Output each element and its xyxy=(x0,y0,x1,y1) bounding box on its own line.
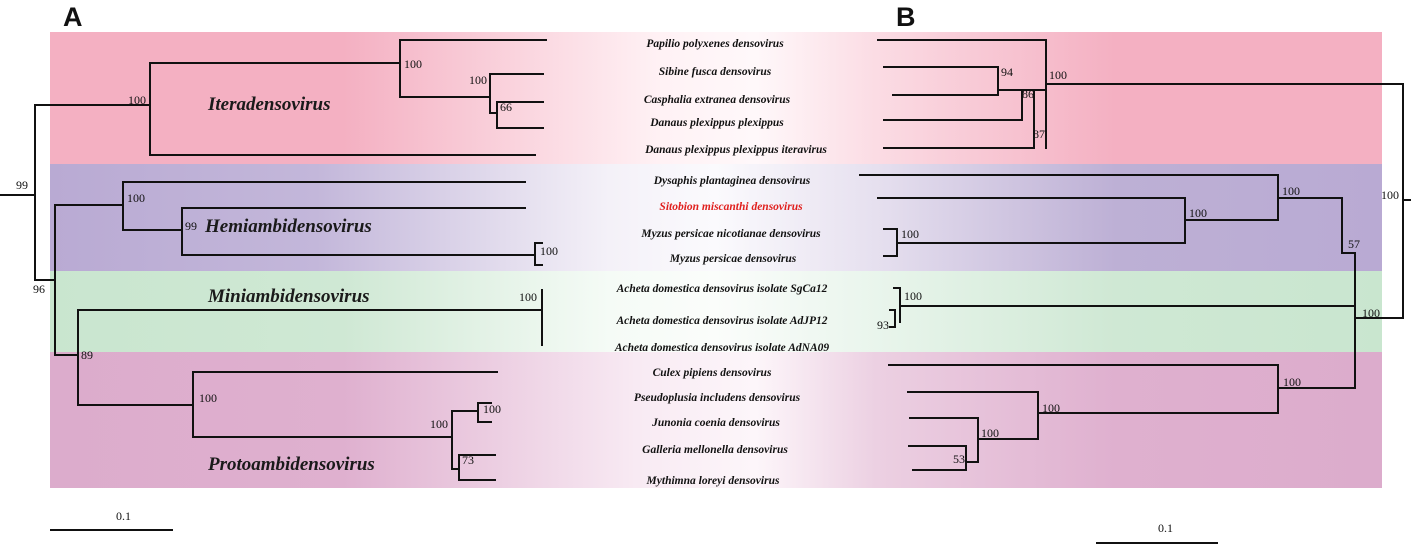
support-value: 100 xyxy=(1362,306,1380,320)
taxon-label: Danaus plexippus plexippus iteravirus xyxy=(644,144,827,156)
support-value: 66 xyxy=(500,100,512,114)
taxon-label: Galleria mellonella densovirus xyxy=(642,444,788,456)
taxon-label: Culex pipiens densovirus xyxy=(653,367,772,379)
support-value: 96 xyxy=(33,282,45,296)
support-value: 100 xyxy=(1283,375,1301,389)
taxon-label: Pseudoplusia includens densovirus xyxy=(634,392,801,404)
support-value: 100 xyxy=(469,73,487,87)
scale-bar-a-label: 0.1 xyxy=(116,509,131,523)
taxon-label-highlighted: Sitobion miscanthi densovirus xyxy=(659,201,803,213)
support-value: 100 xyxy=(540,244,558,258)
panel-label-a: A xyxy=(63,2,83,32)
support-value: 100 xyxy=(1381,188,1399,202)
panel-label-b: B xyxy=(896,2,916,32)
band-miniambidensovirus xyxy=(50,271,1382,352)
genus-label-iteradensovirus: Iteradensovirus xyxy=(207,94,330,115)
genus-label-hemiambidensovirus: Hemiambidensovirus xyxy=(204,216,372,237)
support-value: 100 xyxy=(404,57,422,71)
support-value: 99 xyxy=(16,178,28,192)
support-value: 86 xyxy=(1022,87,1034,101)
support-value: 100 xyxy=(1282,184,1300,198)
scale-bar-b: 0.1 xyxy=(1096,521,1218,544)
support-value: 99 xyxy=(185,219,197,233)
taxon-label: Acheta domestica densovirus isolate AdNA… xyxy=(614,342,829,354)
genus-label-miniambidensovirus: Miniambidensovirus xyxy=(207,286,370,307)
support-value: 100 xyxy=(199,391,217,405)
taxon-labels: Papilio polyxenes densovirus Sibine fusc… xyxy=(614,38,829,487)
support-value: 100 xyxy=(483,402,501,416)
support-value: 100 xyxy=(519,290,537,304)
taxon-label: Myzus persicae nicotianae densovirus xyxy=(640,228,821,240)
tree-b-branches xyxy=(859,39,1411,471)
tree-a-branches xyxy=(0,39,547,481)
support-value: 100 xyxy=(127,191,145,205)
taxon-label: Papilio polyxenes densovirus xyxy=(646,38,784,50)
support-value: 100 xyxy=(1189,206,1207,220)
genus-label-protoambidensovirus: Protoambidensovirus xyxy=(207,454,375,475)
support-value: 94 xyxy=(1001,65,1013,79)
support-value: 53 xyxy=(953,452,965,466)
taxon-label: Dysaphis plantaginea densovirus xyxy=(653,175,811,187)
taxon-label: Acheta domestica densovirus isolate AdJP… xyxy=(615,315,827,327)
support-value: 87 xyxy=(1033,127,1045,141)
taxon-label: Danaus plexippus plexippus xyxy=(649,117,784,129)
support-value: 100 xyxy=(1049,68,1067,82)
band-protoambidensovirus xyxy=(50,352,1382,488)
tree-a: 99 100 100 100 66 96 100 99 100 89 100 1… xyxy=(0,39,558,481)
taxon-label: Myzus persicae densovirus xyxy=(669,253,797,265)
scale-bar-a: 0.1 xyxy=(50,509,173,531)
tree-b: 100 100 94 86 87 100 100 100 57 100 93 1… xyxy=(859,39,1411,471)
taxon-label: Casphalia extranea densovirus xyxy=(644,94,791,106)
support-value: 89 xyxy=(81,348,93,362)
taxon-label: Sibine fusca densovirus xyxy=(659,66,772,78)
support-value: 100 xyxy=(904,289,922,303)
band-iteradensovirus xyxy=(50,32,1382,164)
support-value: 73 xyxy=(462,453,474,467)
scale-bar-b-label: 0.1 xyxy=(1158,521,1173,535)
support-value: 100 xyxy=(901,227,919,241)
support-value: 100 xyxy=(430,417,448,431)
support-value: 100 xyxy=(981,426,999,440)
taxon-label: Mythimna loreyi densovirus xyxy=(646,475,780,487)
taxon-label: Junonia coenia densovirus xyxy=(651,417,780,429)
support-value: 100 xyxy=(128,93,146,107)
support-value: 57 xyxy=(1348,237,1360,251)
support-value: 93 xyxy=(877,318,889,332)
support-value: 100 xyxy=(1042,401,1060,415)
taxon-label: Acheta domestica densovirus isolate SgCa… xyxy=(616,283,828,295)
